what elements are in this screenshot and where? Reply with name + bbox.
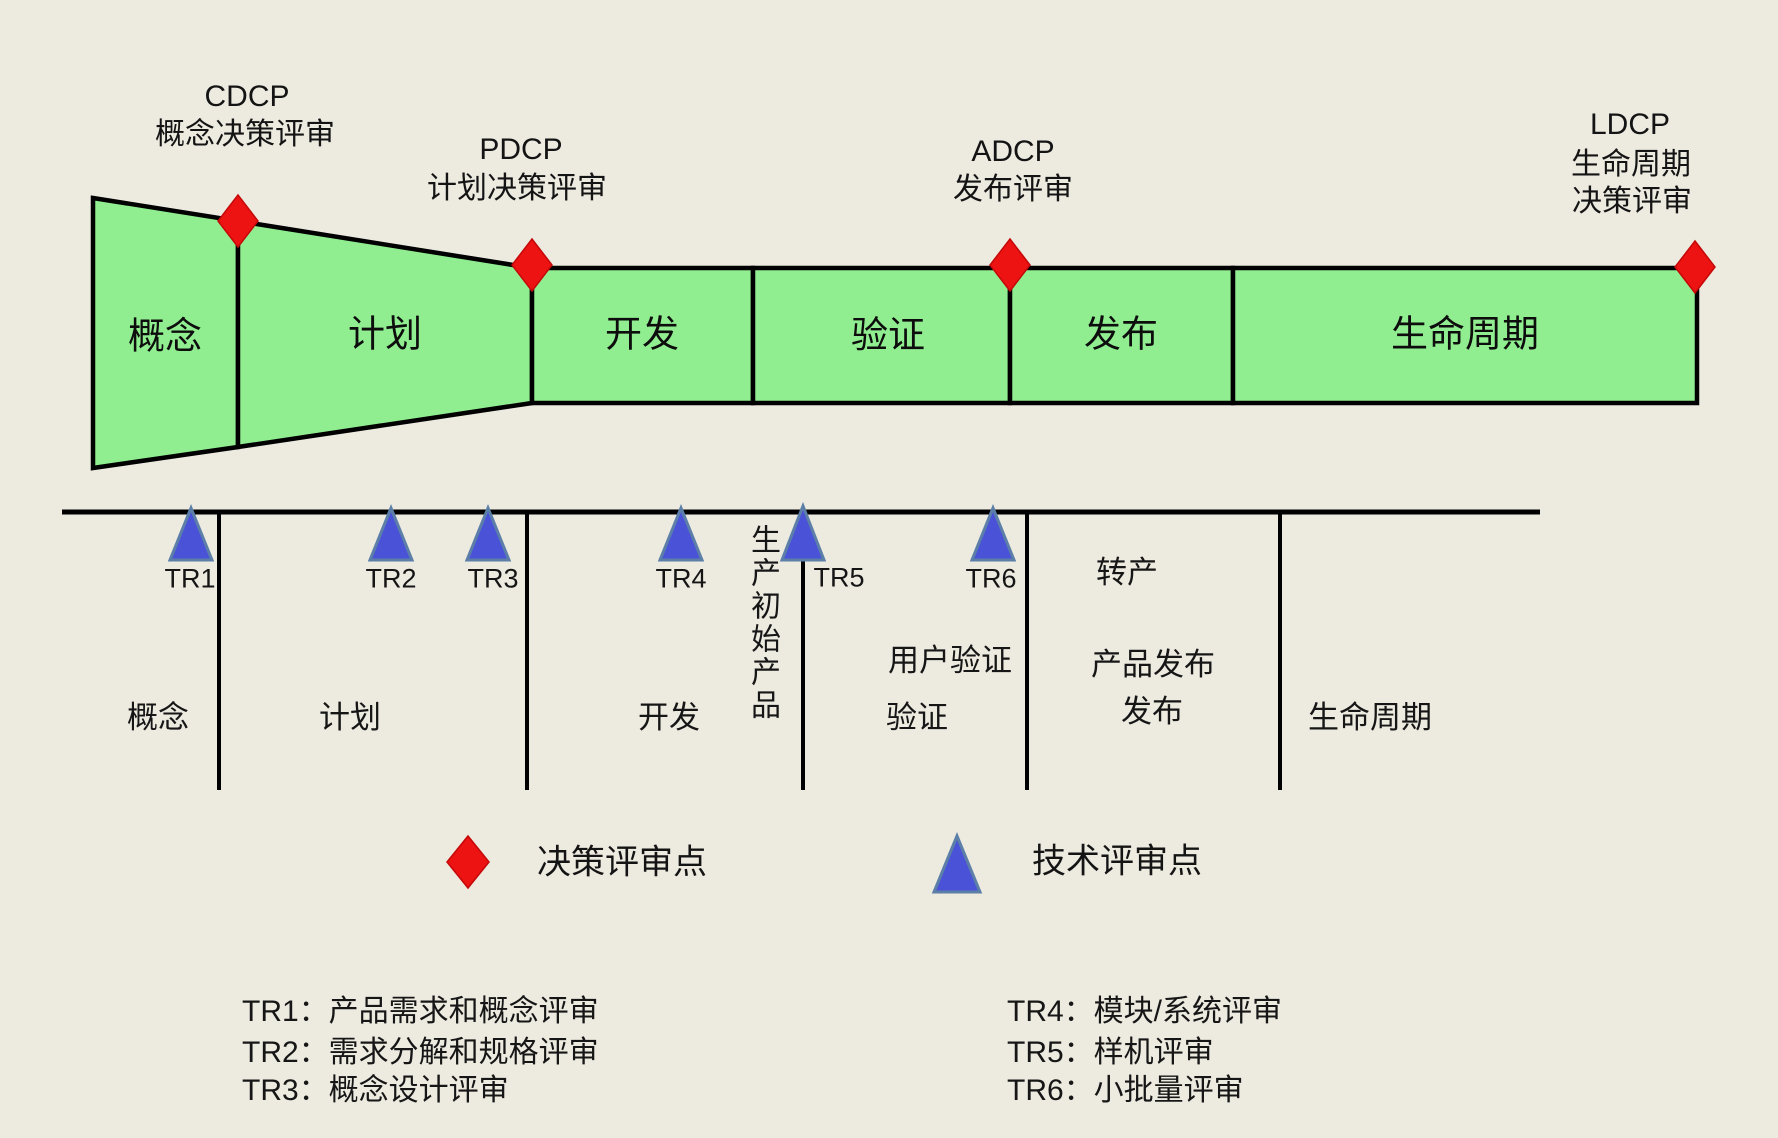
phase-label-concept: 概念	[128, 315, 202, 357]
tr5-label: TR5	[813, 562, 865, 593]
timeline-label-verify: 验证	[886, 700, 948, 736]
phase-label-develop: 开发	[605, 313, 679, 355]
phase-label-verify: 验证	[851, 314, 925, 356]
ldcp-name-label1: 生命周期	[1571, 147, 1691, 181]
tr1-triangle-icon	[167, 503, 215, 562]
cdcp-name-label: 概念决策评审	[155, 117, 335, 151]
phase-label-release: 发布	[1084, 313, 1158, 355]
initial-production-note: 生产初始产品	[746, 524, 779, 722]
phase-label-plan: 计划	[348, 313, 422, 355]
legend-decision-label: 决策评审点	[537, 843, 707, 882]
timeline-label-concept: 概念	[127, 700, 189, 736]
ldcp-code-label: LDCP	[1589, 107, 1671, 141]
phase-shape-lifecycle	[1230, 265, 1700, 406]
adcp-name-label: 发布评审	[953, 172, 1073, 206]
tr6-description: TR6：小批量评审	[1007, 1074, 1244, 1107]
tr2-triangle-icon	[367, 503, 415, 562]
legend-decision-diamond-icon	[446, 834, 490, 890]
timeline-label-user-verify: 用户验证	[888, 643, 1012, 679]
tr2-label: TR2	[365, 563, 417, 594]
legend-technical-triangle-icon	[931, 832, 983, 894]
tr4-label: TR4	[655, 563, 707, 594]
timeline-label-transfer: 转产	[1096, 555, 1158, 591]
timeline-label-develop: 开发	[638, 700, 700, 736]
timeline-label-release: 发布	[1121, 694, 1183, 730]
adcp-diamond-icon	[989, 237, 1031, 293]
tr5-description: TR5：样机评审	[1007, 1036, 1214, 1069]
tr5-triangle-icon	[779, 501, 827, 562]
tr3-description: TR3：概念设计评审	[242, 1074, 509, 1107]
ldcp-diamond-icon	[1674, 239, 1716, 295]
tr6-label: TR6	[965, 563, 1017, 594]
tr3-label: TR3	[467, 563, 519, 594]
phase-label-lifecycle: 生命周期	[1391, 313, 1539, 355]
tr4-triangle-icon	[657, 503, 705, 562]
phase-shape-verify	[750, 265, 1013, 406]
tr1-label: TR1	[164, 563, 216, 594]
timeline-label-lifecycle: 生命周期	[1308, 700, 1432, 736]
tr4-description: TR4：模块/系统评审	[1007, 995, 1283, 1028]
timeline-label-product-release: 产品发布	[1091, 647, 1215, 683]
tr3-triangle-icon	[464, 503, 512, 562]
cdcp-code-label: CDCP	[204, 79, 290, 113]
tr2-description: TR2：需求分解和规格评审	[242, 1036, 599, 1069]
tr1-description: TR1：产品需求和概念评审	[242, 995, 599, 1028]
pdcp-diamond-icon	[511, 237, 553, 293]
ldcp-name-label2: 决策评审	[1572, 184, 1692, 218]
pdcp-name-label: 计划决策评审	[427, 171, 607, 205]
legend-technical-label: 技术评审点	[1032, 842, 1202, 881]
tr6-triangle-icon	[969, 503, 1017, 562]
adcp-code-label: ADCP	[971, 134, 1055, 168]
cdcp-diamond-icon	[217, 193, 259, 249]
timeline-label-plan: 计划	[319, 700, 381, 736]
pdcp-code-label: PDCP	[479, 132, 563, 166]
phase-shape-develop	[529, 265, 756, 406]
